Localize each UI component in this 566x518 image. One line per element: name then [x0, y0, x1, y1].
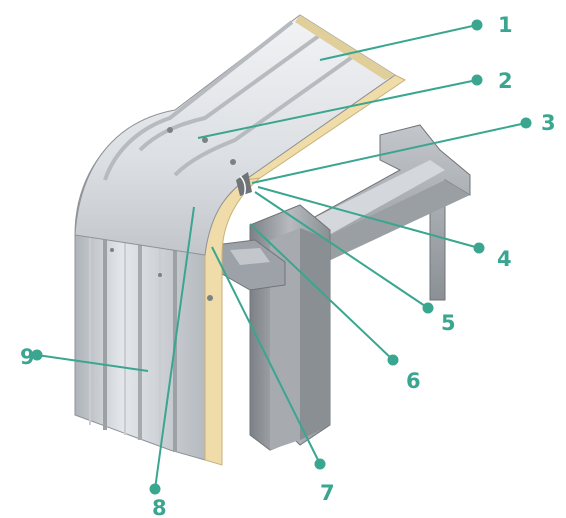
leader-line-1 — [319, 24, 478, 61]
callout-dot-8 — [149, 483, 161, 495]
callout-label-7: 7 — [320, 481, 335, 505]
leader-line-9 — [36, 354, 149, 372]
callout-label-3: 3 — [541, 111, 556, 135]
callout-label-4: 4 — [497, 247, 512, 271]
fixing-clip — [236, 172, 252, 197]
support-bracket — [214, 239, 286, 291]
callout-label-2: 2 — [498, 69, 513, 93]
leader-line-3 — [251, 122, 527, 184]
callout-dot-7 — [314, 458, 326, 470]
callout-dot-5 — [422, 302, 434, 314]
roof-panel — [74, 14, 396, 256]
callout-dot-4 — [473, 242, 485, 254]
leader-line-2 — [197, 79, 478, 139]
callouts: 1 2 3 4 5 6 7 8 9 — [20, 13, 556, 518]
leader-line-6 — [249, 223, 394, 361]
vertical-column — [249, 204, 331, 451]
callout-label-8: 8 — [152, 496, 167, 518]
callout-label-1: 1 — [498, 13, 513, 37]
callout-dot-3 — [520, 117, 532, 129]
callout-label-9: 9 — [20, 345, 35, 369]
callout-dot-6 — [387, 354, 399, 366]
fasteners — [110, 127, 236, 301]
leader-line-5 — [254, 191, 429, 309]
leader-line-8 — [154, 206, 195, 490]
leader-line-7 — [211, 246, 321, 465]
callout-label-6: 6 — [406, 369, 421, 393]
callout-dot-2 — [471, 74, 483, 86]
callout-label-5: 5 — [441, 311, 456, 335]
leader-lines — [36, 24, 527, 490]
callout-dot-9 — [31, 349, 43, 361]
callout-dot-1 — [471, 19, 483, 31]
leader-line-4 — [257, 186, 480, 249]
